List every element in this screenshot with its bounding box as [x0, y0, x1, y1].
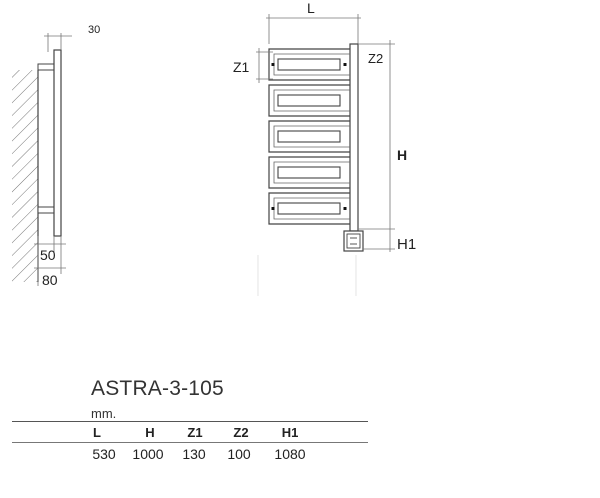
table-top-rule [12, 421, 368, 422]
wall-hatching [12, 70, 38, 282]
side-dim-outer: 80 [42, 272, 58, 288]
top-bracket [37, 63, 55, 71]
radiator-profile [53, 49, 62, 237]
heating-element [343, 230, 364, 252]
col-header-z2: Z2 [233, 425, 249, 440]
rail-inner-3 [277, 130, 341, 143]
side-dim-top: 30 [88, 24, 100, 36]
bottom-bracket [37, 206, 55, 214]
rail-outer-1 [268, 48, 350, 81]
col-header-h1: H1 [281, 425, 299, 440]
rail-contour-4 [273, 161, 350, 184]
rail-contour-5 [273, 197, 350, 220]
col-header-z1: Z1 [187, 425, 203, 440]
rail-outer-4 [268, 156, 350, 189]
unit-label: mm. [91, 406, 117, 421]
front-dim-h1: H1 [397, 236, 416, 253]
side-dim-inner: 50 [40, 247, 56, 263]
mount-point-1-1 [271, 63, 275, 66]
value-h1: 1080 [274, 446, 306, 462]
rail-contour-2 [273, 89, 350, 112]
value-l: 530 [92, 446, 116, 462]
rail-outer-2 [268, 84, 350, 117]
rail-inner-5 [277, 202, 341, 215]
value-h: 1000 [132, 446, 164, 462]
rail-contour-3 [273, 125, 350, 148]
rail-inner-2 [277, 94, 341, 107]
value-z1: 130 [182, 446, 206, 462]
front-dim-z2: Z2 [368, 51, 383, 66]
side-view: 30 50 80 [12, 24, 100, 288]
mount-point-5-1 [271, 207, 275, 210]
rail-inner-1 [277, 58, 341, 71]
rail-inner-4 [277, 166, 341, 179]
table-header-rule [12, 442, 368, 443]
rail-contour-1 [273, 53, 350, 76]
mount-point-1-2 [343, 63, 347, 66]
model-name: ASTRA-3-105 [91, 377, 224, 400]
rail-outer-3 [268, 120, 350, 153]
technical-drawing: 30 50 80 L Z1 Z2 H [12, 0, 416, 296]
value-z2: 100 [227, 446, 251, 462]
front-view: L Z1 Z2 H H1 [233, 0, 416, 296]
front-dim-width: L [307, 0, 315, 16]
heating-element-inner [346, 233, 361, 249]
front-dim-z1: Z1 [233, 59, 250, 75]
col-header-h: H [145, 425, 155, 440]
front-dim-height: H [397, 147, 407, 163]
collector-bar [349, 43, 359, 232]
towel-rails [268, 48, 350, 225]
col-header-l: L [93, 425, 101, 440]
mount-point-5-2 [343, 207, 347, 210]
rail-outer-5 [268, 192, 350, 225]
